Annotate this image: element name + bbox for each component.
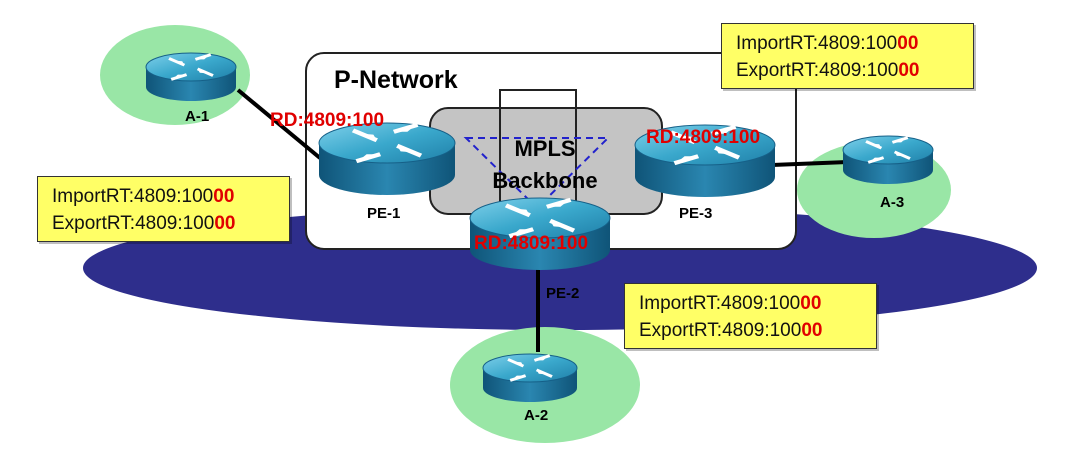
rt-box-pe1-import: ImportRT:4809:10000 [52,186,235,207]
router-pe2-label: PE-2 [546,285,579,302]
backbone-label-line2: Backbone [492,168,597,193]
rt-box-pe3: ImportRT:4809:10000 ExportRT:4809:10000 [721,23,974,89]
router-a3-label: A-3 [880,194,904,211]
link-a1-pe1 [236,88,322,160]
router-a1-label: A-1 [185,108,209,125]
router-pe3-icon[interactable] [634,125,776,197]
router-a3-icon[interactable] [842,135,934,184]
router-pe1-icon[interactable] [318,123,456,195]
rd-pe2: RD:4809:100 [474,233,588,254]
router-a1-icon[interactable] [145,52,237,101]
router-pe2-icon[interactable] [469,198,611,270]
rt-box-pe2-import: ImportRT:4809:10000 [639,293,822,314]
router-a2-label: A-2 [524,407,548,424]
vpn-triangle [463,137,611,210]
router-pe3-label: PE-3 [679,205,712,222]
rt-box-pe2: ImportRT:4809:10000 ExportRT:4809:10000 [624,283,877,349]
rt-box-pe1-export: ExportRT:4809:10000 [52,213,236,234]
router-pe1-label: PE-1 [367,205,400,222]
rt-box-pe1: ImportRT:4809:10000 ExportRT:4809:10000 [37,176,290,242]
rt-box-pe3-export: ExportRT:4809:10000 [736,60,920,81]
p-network-title: P-Network [334,66,458,94]
link-pe3-a3 [771,160,849,167]
rd-pe3: RD:4809:100 [646,127,760,148]
rt-box-pe2-export: ExportRT:4809:10000 [639,320,823,341]
router-a2-icon[interactable] [482,353,578,402]
rt-box-pe3-import: ImportRT:4809:10000 [736,33,919,54]
backbone-label-line1: MPLS [514,136,575,161]
rd-pe1: RD:4809:100 [270,110,384,131]
